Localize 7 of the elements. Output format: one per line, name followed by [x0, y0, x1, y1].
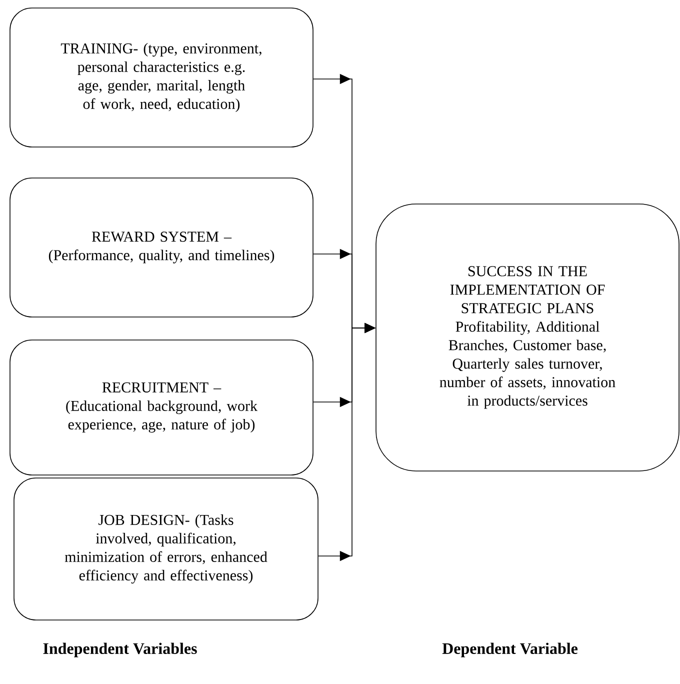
rounded-box: RECRUITMENT – (Educational background, work experience, age, nature of job) [10, 340, 314, 476]
rounded-box: REWARD SYSTEM – (Performance, quality, and timelines) [10, 178, 314, 318]
caption: Dependent Variable [442, 642, 578, 658]
rounded-box: SUCCESS IN THE IMPLEMENTATION OF STRATEGIC PLANS Profitability, Additional Branches, Customer base, Quarterly sales turnover, number of assets, innovation in products/services [376, 204, 680, 472]
rounded-box: TRAINING- (type, environment, personal characteristics e.g. age, gender, marital, length of work, need, education) [10, 8, 314, 148]
caption: Independent Variables [43, 642, 197, 658]
rounded-box: JOB DESIGN- (Tasks involved, qualification, minimization of errors, enhanced efficiency and effectiveness) [14, 478, 318, 620]
